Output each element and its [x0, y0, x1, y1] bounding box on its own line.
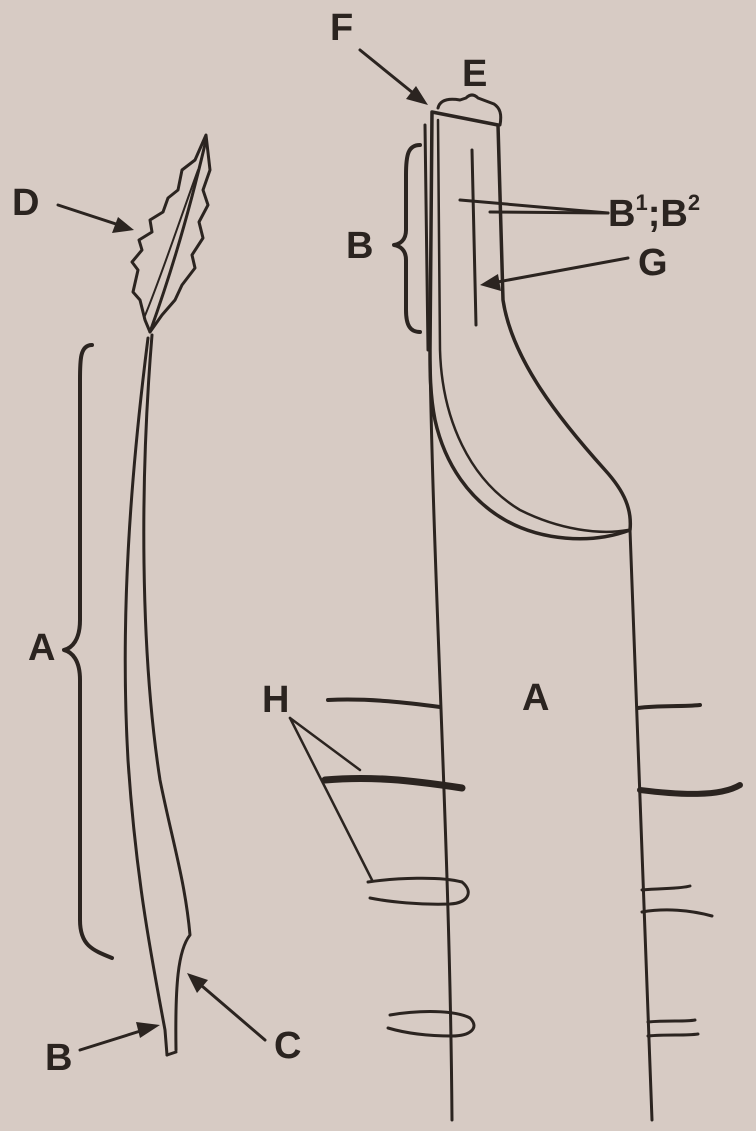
arrow-d-head	[112, 217, 134, 233]
h-mark-1-right	[638, 705, 700, 708]
shaft-left-wall	[430, 360, 452, 1120]
h-leader-2	[290, 718, 372, 880]
arrow-g-head	[480, 274, 501, 291]
h-mark-2-right	[640, 785, 740, 794]
h-mark-3-right-a	[642, 886, 690, 890]
quill-nib-end	[167, 1052, 176, 1055]
feather-rachis-upper	[150, 140, 206, 332]
nib-slit	[472, 150, 476, 325]
label-e: E	[462, 53, 487, 95]
arrow-g	[492, 258, 628, 283]
label-a-left: A	[28, 627, 55, 669]
arrow-b-left-head	[136, 1022, 160, 1038]
arrow-c	[195, 980, 265, 1040]
arrow-b2	[490, 212, 608, 213]
h-mark-1-left	[328, 700, 440, 707]
h-mark-4-right-a	[648, 1020, 695, 1022]
feather-rachis-inner	[144, 170, 198, 318]
feather-vane	[132, 135, 210, 332]
label-g: G	[638, 242, 668, 284]
label-b1-b2: B1;B2	[608, 190, 700, 235]
brace-a-left	[64, 345, 112, 958]
h-mark-3-right-b	[642, 910, 712, 916]
h-mark-4-right-b	[648, 1034, 698, 1036]
label-h: H	[262, 679, 289, 721]
label-a-right: A	[522, 677, 549, 719]
label-c: C	[274, 1025, 301, 1067]
label-b-sep: ;	[648, 193, 661, 235]
label-b-right: B	[346, 225, 373, 267]
feather-quill-drawing	[58, 135, 265, 1055]
shaft-right-wall	[630, 530, 652, 1120]
h-leader-1	[290, 718, 360, 770]
label-b1-exp: 1	[635, 190, 647, 215]
brace-b-right	[394, 145, 420, 332]
label-b-left: B	[45, 1037, 72, 1079]
h-mark-4-ring	[388, 1012, 474, 1036]
nib-left-wall	[425, 125, 428, 350]
label-b2-exp: 2	[688, 190, 700, 215]
label-b2-base: B	[660, 193, 687, 235]
label-d: D	[12, 182, 39, 224]
label-b1-base: B	[608, 193, 635, 235]
h-mark-2-left	[325, 778, 462, 788]
label-f: F	[330, 7, 353, 49]
arrow-f	[360, 50, 418, 97]
nib-outline	[430, 112, 630, 539]
nib-inner-edge	[438, 120, 628, 532]
h-mark-3-ring	[368, 878, 468, 904]
